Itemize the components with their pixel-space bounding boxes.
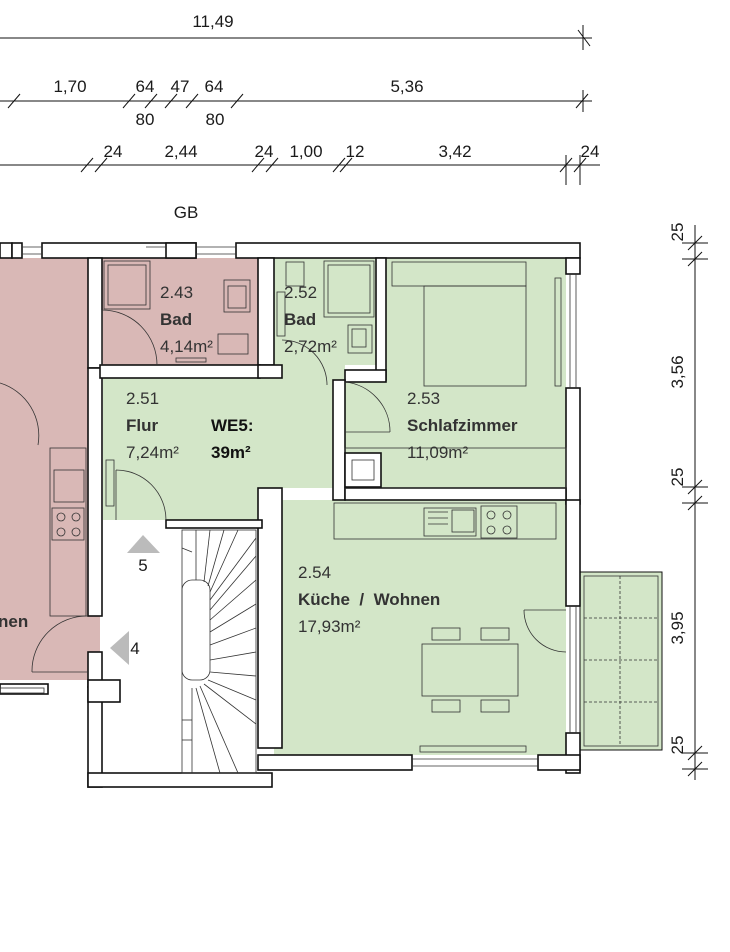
room-name-schlafzimmer: Schlafzimmer — [407, 416, 518, 435]
room-fill-flur — [103, 365, 345, 520]
dim-label: 3,42 — [438, 142, 471, 161]
stair-marker-5: 5 — [138, 556, 147, 575]
dim-label: 12 — [346, 142, 365, 161]
dim-label: 5,36 — [390, 77, 423, 96]
dim-label: 2,44 — [164, 142, 197, 161]
room-area-kueche: 17,93m² — [298, 617, 361, 636]
dim-label: 80 — [206, 110, 225, 129]
dim-label: 47 — [171, 77, 190, 96]
dim-label: 3,95 — [668, 611, 687, 644]
dim-label: 1,00 — [289, 142, 322, 161]
room-number-251: 2.51 — [126, 389, 159, 408]
dimension-lines — [0, 25, 708, 780]
room-name-243: Bad — [160, 310, 192, 329]
room-number-254: 2.54 — [298, 563, 331, 582]
dim-label: 25 — [668, 223, 687, 242]
doors — [0, 309, 567, 673]
dim-label: 25 — [668, 736, 687, 755]
room-area-flur: 7,24m² — [126, 443, 179, 462]
room-area-243: 4,14m² — [160, 337, 213, 356]
room-number-252: 2.52 — [284, 283, 317, 302]
stair-marker-4: 4 — [130, 639, 139, 658]
dim-label: 24 — [255, 142, 274, 161]
room-area-schlafzimmer: 11,09m² — [407, 443, 468, 462]
room-number-253: 2.53 — [407, 389, 440, 408]
stair-markers: 5 4 — [110, 535, 160, 665]
room-name-flur: Flur — [126, 416, 158, 435]
room-fills — [0, 258, 662, 755]
balcony — [579, 571, 663, 751]
staircase — [181, 529, 257, 774]
room-labels: 2.43 Bad 4,14m² 2.52 Bad 2,72m² 2.51 Flu… — [0, 283, 518, 636]
dim-label: 64 — [136, 77, 155, 96]
dimension-labels: 11,49 1,70 64 47 64 5,36 80 80 24 2,44 2… — [53, 12, 687, 754]
furniture — [0, 260, 567, 753]
dim-label: 24 — [104, 142, 123, 161]
room-fill-kueche — [274, 500, 566, 755]
unit-label: WE5: — [211, 416, 254, 435]
room-fill-bad-243 — [100, 258, 260, 365]
room-name-left-partial: nen — [0, 612, 28, 631]
dim-total-width: 11,49 — [192, 12, 233, 31]
dim-label: 80 — [136, 110, 155, 129]
dim-label: 64 — [205, 77, 224, 96]
room-area-252: 2,72m² — [284, 337, 337, 356]
label-gb: GB — [174, 203, 199, 222]
balcony-fill — [580, 572, 662, 750]
room-fill-schlafzimmer — [386, 258, 566, 490]
room-name-252: Bad — [284, 310, 316, 329]
room-number-243: 2.43 — [160, 283, 193, 302]
walls — [0, 242, 581, 788]
dim-label: 24 — [581, 142, 600, 161]
dim-label: 25 — [668, 468, 687, 487]
unit-area: 39m² — [211, 443, 251, 462]
dim-label: 3,56 — [668, 355, 687, 388]
dim-label: 1,70 — [53, 77, 86, 96]
room-name-kueche: Küche / Wohnen — [298, 590, 440, 609]
